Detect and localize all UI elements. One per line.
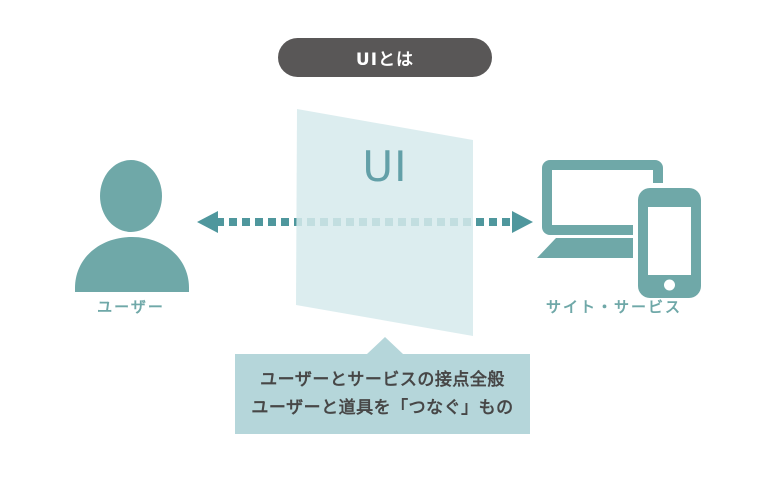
ui-panel-label: UI (362, 142, 408, 191)
callout-line-1: ユーザーとサービスの接点全般 (260, 370, 505, 390)
title-badge: UIとは (278, 38, 492, 77)
ui-panel (296, 109, 473, 336)
callout-box: ユーザーとサービスの接点全般 ユーザーと道具を「つなぐ」もの (235, 354, 530, 434)
arrowhead-right (512, 211, 533, 233)
person-icon (75, 160, 189, 292)
title-badge-label: UIとは (355, 50, 415, 70)
arrowhead-left (197, 211, 218, 233)
smartphone-icon (633, 183, 706, 303)
callout-pointer-triangle (367, 337, 403, 354)
service-label: サイト・サービス (545, 298, 682, 316)
user-label: ユーザー (97, 298, 165, 316)
callout-line-2: ユーザーと道具を「つなぐ」もの (251, 398, 514, 418)
